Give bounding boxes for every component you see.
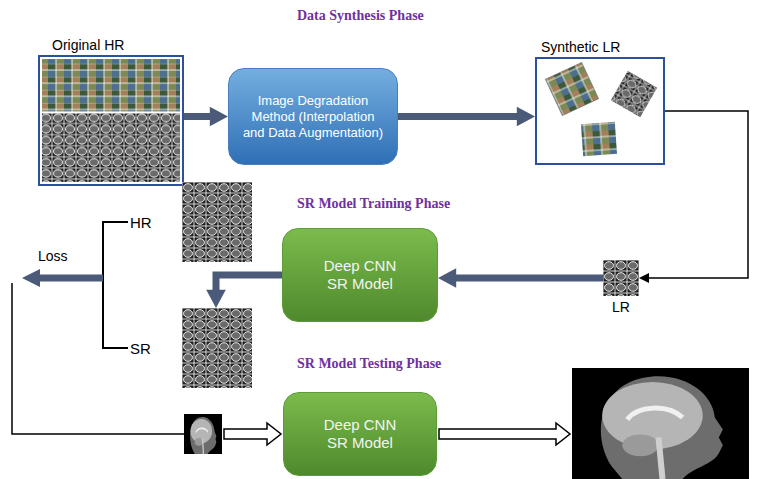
- node-text: Synthetic LR: [535, 38, 665, 56]
- text-wrap: Deep CNN SR Model: [320, 416, 400, 452]
- connector: [184, 107, 228, 127]
- image-panel: Synthetic LR: [535, 38, 665, 165]
- node-text: Original HR: [38, 36, 184, 54]
- connector-line: [216, 275, 282, 291]
- connector-line: [455, 275, 603, 282]
- loss-arrow-shaft: [38, 275, 103, 282]
- connector-line: [184, 113, 211, 120]
- process-box: Image Degradation Method (Interpolation …: [228, 68, 398, 165]
- loss-arrow-head: [22, 269, 40, 287]
- image-frame: [38, 55, 184, 186]
- loss-label: Loss: [38, 248, 68, 264]
- connector-line: [398, 113, 518, 120]
- arrow-head: [438, 268, 456, 288]
- image-grid: [182, 182, 252, 262]
- image-thumbnail: LR: [603, 260, 639, 324]
- node-text: LR: [603, 299, 639, 315]
- image-thumbnail: SR: [130, 308, 252, 388]
- phase-heading: SR Model Training Phase: [297, 196, 450, 212]
- arrow-head: [210, 107, 228, 127]
- feedback-line: [12, 283, 184, 434]
- bracket: [103, 222, 128, 348]
- image-frame: [603, 260, 639, 296]
- node-text: Deep CNN SR Model: [320, 416, 400, 452]
- lr-samples: [537, 59, 663, 163]
- mri-output-image: [572, 368, 749, 479]
- image-grid: [182, 308, 252, 388]
- image-frame: [182, 182, 252, 262]
- image-thumbnail: HR: [130, 182, 252, 262]
- outline-arrow: [224, 423, 281, 445]
- text-wrap: Image Degradation Method (Interpolation …: [242, 93, 384, 141]
- phase-heading: Data Synthesis Phase: [297, 8, 424, 24]
- outline-arrow: [439, 423, 570, 445]
- arrow-head: [639, 273, 649, 283]
- text-wrap: Deep CNN SR Model: [320, 257, 400, 293]
- arrow-head: [517, 107, 535, 127]
- model-box: Deep CNN SR Model: [282, 228, 438, 322]
- arrow-head: [206, 290, 226, 308]
- mri-input-image: [184, 414, 222, 454]
- hr-collage: [40, 57, 182, 184]
- model-box: Deep CNN SR Model: [283, 392, 437, 476]
- lr-thumbnail: [603, 260, 639, 296]
- image-panel: Original HR: [38, 36, 184, 186]
- node-text: HR: [130, 214, 152, 231]
- connector: [438, 268, 603, 288]
- node-text: SR: [130, 340, 151, 357]
- phase-heading: SR Model Testing Phase: [297, 356, 441, 372]
- connector: [398, 107, 535, 127]
- connector: [206, 275, 282, 308]
- node-text: Deep CNN SR Model: [320, 257, 400, 293]
- image-frame: [182, 308, 252, 388]
- node-text: Image Degradation Method (Interpolation …: [242, 93, 384, 141]
- image-frame: [535, 57, 665, 165]
